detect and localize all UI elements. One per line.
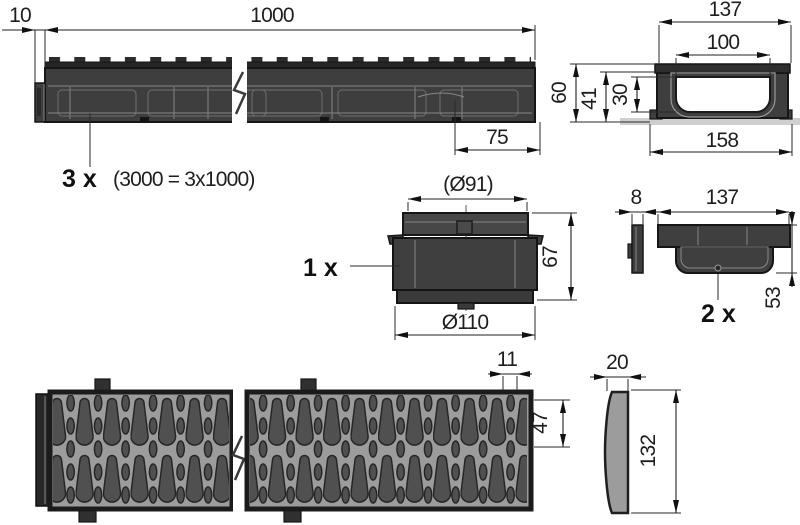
dim-cap-width-label: 137 [706, 186, 739, 209]
dim-outlet-offset-label: 75 [486, 126, 508, 149]
adapter-dimensions: (Ø91) 67 Ø110 [394, 173, 577, 340]
dim-adapter-outer-label: Ø110 [442, 311, 489, 334]
dim-grate-side-height-label: 132 [637, 435, 660, 468]
end-cap-dimensions: 8 137 53 [615, 186, 797, 309]
dim-cap-thickness-label: 8 [631, 186, 642, 209]
grate-break-line-icon [231, 386, 247, 522]
grate-dimensions: 11 47 [488, 348, 570, 448]
dim-cap-height-label: 53 [762, 287, 785, 309]
channel-qty-label: 3 x [62, 165, 97, 193]
channel-outlet-dimension: 75 [454, 100, 541, 155]
channel-quantity-callout: 3 x (3000 = 3x1000) [62, 113, 255, 193]
dim-adapter-neck-label: (Ø91) [443, 173, 493, 196]
dim-grate-pitch-label: 11 [497, 348, 517, 371]
grate-top-view [35, 378, 534, 523]
dim-cs-total-height-label: 60 [548, 82, 571, 104]
dim-grate-side-thickness-label: 20 [606, 351, 628, 374]
end-cap-side-view [627, 224, 644, 274]
break-line-icon [232, 50, 247, 128]
cross-section-view [620, 63, 800, 125]
adapter-qty-label: 1 x [303, 254, 338, 282]
grate-side-view [603, 390, 630, 515]
end-cap-qty-label: 2 x [701, 300, 736, 328]
cross-section-dimensions: 137 100 60 41 30 158 [548, 0, 793, 156]
adapter-quantity-callout: 1 x [303, 254, 400, 282]
channel-side-view [34, 50, 536, 128]
dim-cs-inner-depth-label: 30 [609, 84, 632, 106]
dim-adapter-height-label: 67 [539, 246, 562, 268]
dim-grate-slot-length-label: 47 [529, 412, 552, 434]
dim-end-offset-label: 10 [9, 4, 31, 27]
dim-cs-inner-width-label: 100 [707, 31, 740, 54]
dim-cs-base-width-label: 158 [706, 129, 739, 152]
dim-cs-top-width-label: 137 [709, 0, 742, 21]
dim-cs-mid-height-label: 41 [578, 88, 601, 110]
channel-qty-note: (3000 = 3x1000) [113, 168, 255, 191]
adapter-view [387, 205, 544, 315]
grate-side-dimensions: 20 132 [590, 351, 681, 514]
end-cap-front-view [657, 224, 791, 274]
end-cap-quantity-callout: 2 x [701, 274, 736, 328]
dim-length-label: 1000 [250, 4, 294, 27]
channel-length-dimensions: 10 1000 [2, 4, 536, 83]
